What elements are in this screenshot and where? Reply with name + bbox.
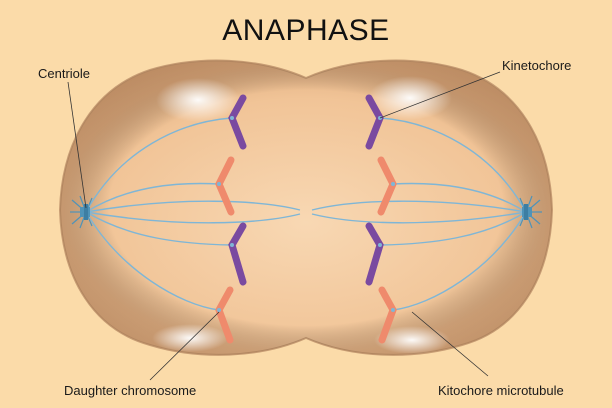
microtubule [85, 200, 301, 213]
centriole-right [519, 195, 542, 229]
microtubule [380, 117, 527, 213]
label-kinetochore-microtubule: Kitochore microtubule [438, 383, 564, 398]
highlight-right-bottom [374, 326, 450, 354]
highlight-left-top [156, 78, 240, 122]
left-spindle [85, 117, 301, 311]
kinetochores [217, 116, 395, 312]
centriole-left [70, 195, 93, 229]
label-daughter-chromosome: Daughter chromosome [64, 383, 197, 398]
leader-lines [67, 71, 501, 381]
highlight-left-bottom [152, 324, 228, 352]
microtubule [85, 117, 232, 213]
label-kinetochore: Kinetochore [502, 58, 572, 73]
leader-daughter-chromosome [149, 311, 220, 381]
cell-rim-shade [60, 60, 552, 355]
microtubule [311, 200, 527, 213]
diagram-title: ANAPHASE [222, 14, 390, 47]
leader-kinetochore [379, 71, 501, 119]
microtubule [380, 211, 527, 246]
microtubule [392, 211, 527, 311]
leader-microtubule [411, 311, 489, 377]
microtubule [85, 182, 220, 213]
leader-centriole [67, 81, 87, 209]
microtubule [85, 211, 220, 311]
microtubule [392, 182, 527, 213]
microtubule [311, 211, 527, 224]
microtubule [85, 211, 232, 246]
microtubule [85, 211, 301, 224]
label-centriole: Centriole [38, 66, 91, 81]
highlight-right-top [368, 76, 452, 120]
right-spindle [311, 117, 527, 311]
